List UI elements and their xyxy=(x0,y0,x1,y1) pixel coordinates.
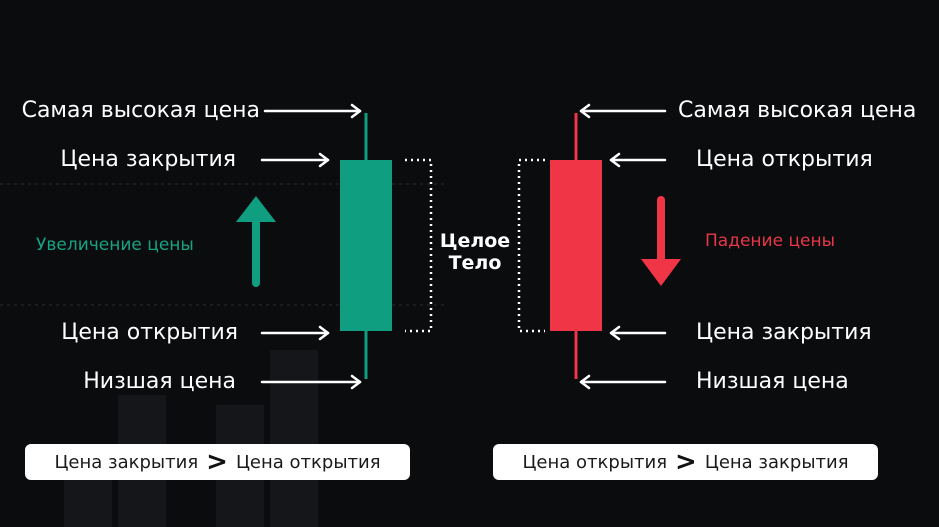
up-arrow-icon xyxy=(236,196,276,287)
bullish-candle xyxy=(340,113,392,379)
body-bracket-right xyxy=(517,158,545,333)
body-label-line2: Тело xyxy=(448,252,502,274)
left-close-label: Цена закрытия xyxy=(60,147,236,172)
greater-than-icon: > xyxy=(206,447,228,477)
right-compare-first: Цена открытия xyxy=(522,451,668,473)
down-arrow-icon xyxy=(641,196,681,286)
right-open-label: Цена открытия xyxy=(696,147,873,172)
greater-than-icon: > xyxy=(675,447,697,477)
right-trend-label: Падение цены xyxy=(705,231,836,251)
bearish-candle xyxy=(550,113,602,379)
left-trend-label: Увеличение цены xyxy=(36,235,194,255)
left-lowest-label: Низшая цена xyxy=(83,369,236,394)
body-bracket-left xyxy=(405,158,433,333)
body-label-line1: Целое xyxy=(439,230,511,252)
left-open-label: Цена открытия xyxy=(61,320,238,345)
right-close-label: Цена закрытия xyxy=(696,320,872,345)
pointer-arrow-icon xyxy=(260,103,362,390)
left-compare-first: Цена закрытия xyxy=(54,451,199,473)
left-highest-label: Самая высокая цена xyxy=(21,98,260,123)
left-compare-second: Цена открытия xyxy=(235,451,381,473)
right-highest-label: Самая высокая цена xyxy=(678,98,917,123)
right-comparison-pill: Цена открытия > Цена закрытия xyxy=(493,444,878,480)
right-compare-second: Цена закрытия xyxy=(704,451,849,473)
left-comparison-pill: Цена закрытия > Цена открытия xyxy=(25,444,410,480)
bearish-body xyxy=(550,160,602,331)
body-label: Целое Тело xyxy=(433,230,517,274)
pointer-arrow-icon xyxy=(579,103,667,390)
bullish-body xyxy=(340,160,392,331)
bg-bar xyxy=(270,350,318,527)
right-lowest-label: Низшая цена xyxy=(696,369,849,394)
